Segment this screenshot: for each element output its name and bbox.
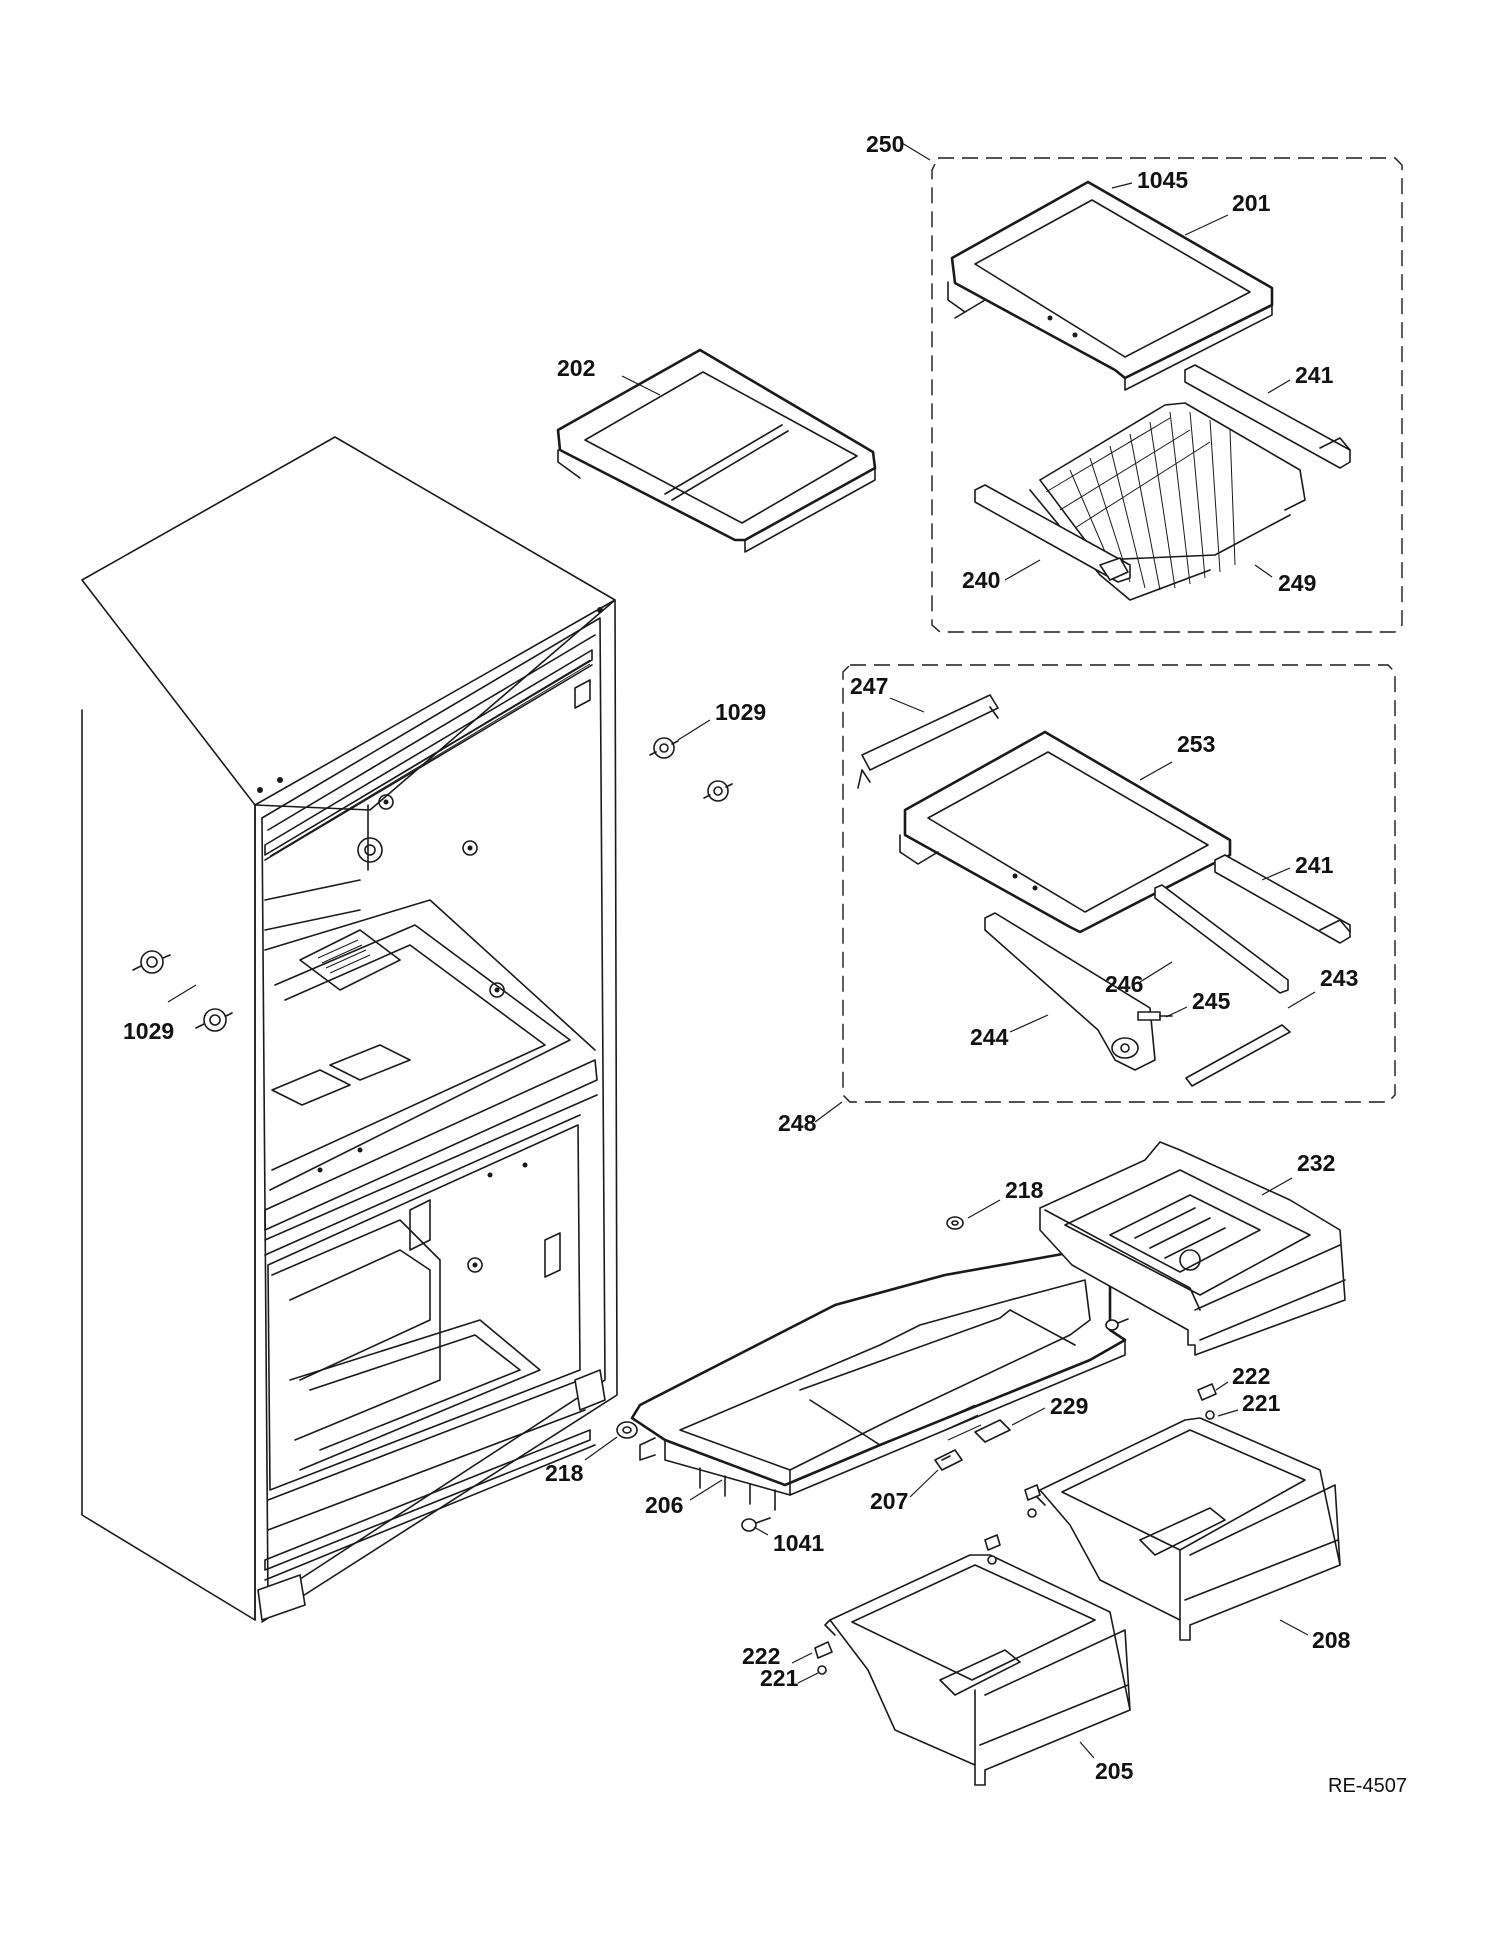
part-label-248: 248: [778, 1110, 817, 1136]
part-label-222-top: 222: [1232, 1363, 1271, 1389]
crisper-pan-232: [1039, 1141, 1346, 1356]
refrigerator-cabinet: [81, 436, 618, 1623]
part-label-245: 245: [1192, 988, 1231, 1014]
shelf-support-cams-left: [132, 950, 233, 1032]
part-label-244: 244: [970, 1024, 1009, 1050]
part-label-1041: 1041: [773, 1530, 825, 1556]
part-label-221-top: 221: [1242, 1390, 1281, 1416]
shelf-strip-243: [1185, 1024, 1291, 1087]
part-label-253: 253: [1177, 731, 1216, 757]
crisper-pan-205: [824, 1554, 1131, 1786]
part-label-240: 240: [962, 567, 1001, 593]
shelf-support-cams-right: [649, 737, 733, 802]
part-label-1045: 1045: [1137, 167, 1189, 193]
part-label-221-bottom: 221: [760, 1665, 799, 1691]
part-label-202: 202: [557, 355, 596, 381]
part-label-205: 205: [1095, 1758, 1134, 1784]
crisper-cover-206: [630, 1248, 1127, 1511]
part-label-229: 229: [1050, 1393, 1089, 1419]
part-label-241-top: 241: [1295, 362, 1334, 388]
part-label-208: 208: [1312, 1627, 1351, 1653]
part-label-246: 246: [1105, 971, 1144, 997]
clips-222: [814, 1383, 1217, 1659]
slide-rail-240: [974, 484, 1131, 583]
vent-control-229: [974, 1419, 1011, 1443]
slide-bracket-244: [984, 912, 1156, 1071]
part-label-218-top: 218: [1005, 1177, 1044, 1203]
caps-221: [817, 1410, 1215, 1675]
part-label-241-middle: 241: [1295, 852, 1334, 878]
diagram-reference-code: RE-4507: [1328, 1775, 1407, 1797]
crisper-pan-208: [1034, 1417, 1341, 1641]
part-label-1029-left: 1029: [123, 1018, 175, 1044]
vent-slide-207: [934, 1449, 963, 1471]
part-label-218-bottom: 218: [545, 1460, 584, 1486]
part-label-247: 247: [850, 673, 889, 699]
part-label-1029-right: 1029: [715, 699, 767, 725]
roller-218: [616, 1216, 964, 1439]
leader-lines: [167, 142, 1316, 1759]
part-label-250: 250: [866, 131, 905, 157]
part-label-201: 201: [1232, 190, 1271, 216]
part-label-207: 207: [870, 1488, 909, 1514]
screw-1041: [741, 1318, 1129, 1532]
group-box-250: [931, 157, 1403, 633]
shelf-253: [899, 730, 1232, 934]
part-label-232: 232: [1297, 1150, 1336, 1176]
shelf-201: [947, 180, 1274, 391]
part-label-222-bottom: 222: [742, 1643, 781, 1669]
slide-rail-241-top: [1184, 364, 1351, 469]
shelf-202: [556, 348, 877, 553]
group-box-248: [842, 664, 1396, 1103]
shelf-front-trim-247: [857, 694, 999, 789]
screw-245: [1137, 1011, 1173, 1021]
part-label-243: 243: [1320, 965, 1359, 991]
part-label-206: 206: [645, 1492, 684, 1518]
part-label-249: 249: [1278, 570, 1317, 596]
shelf-guide-246: [1154, 884, 1289, 994]
slide-rail-241-middle: [1214, 854, 1351, 944]
